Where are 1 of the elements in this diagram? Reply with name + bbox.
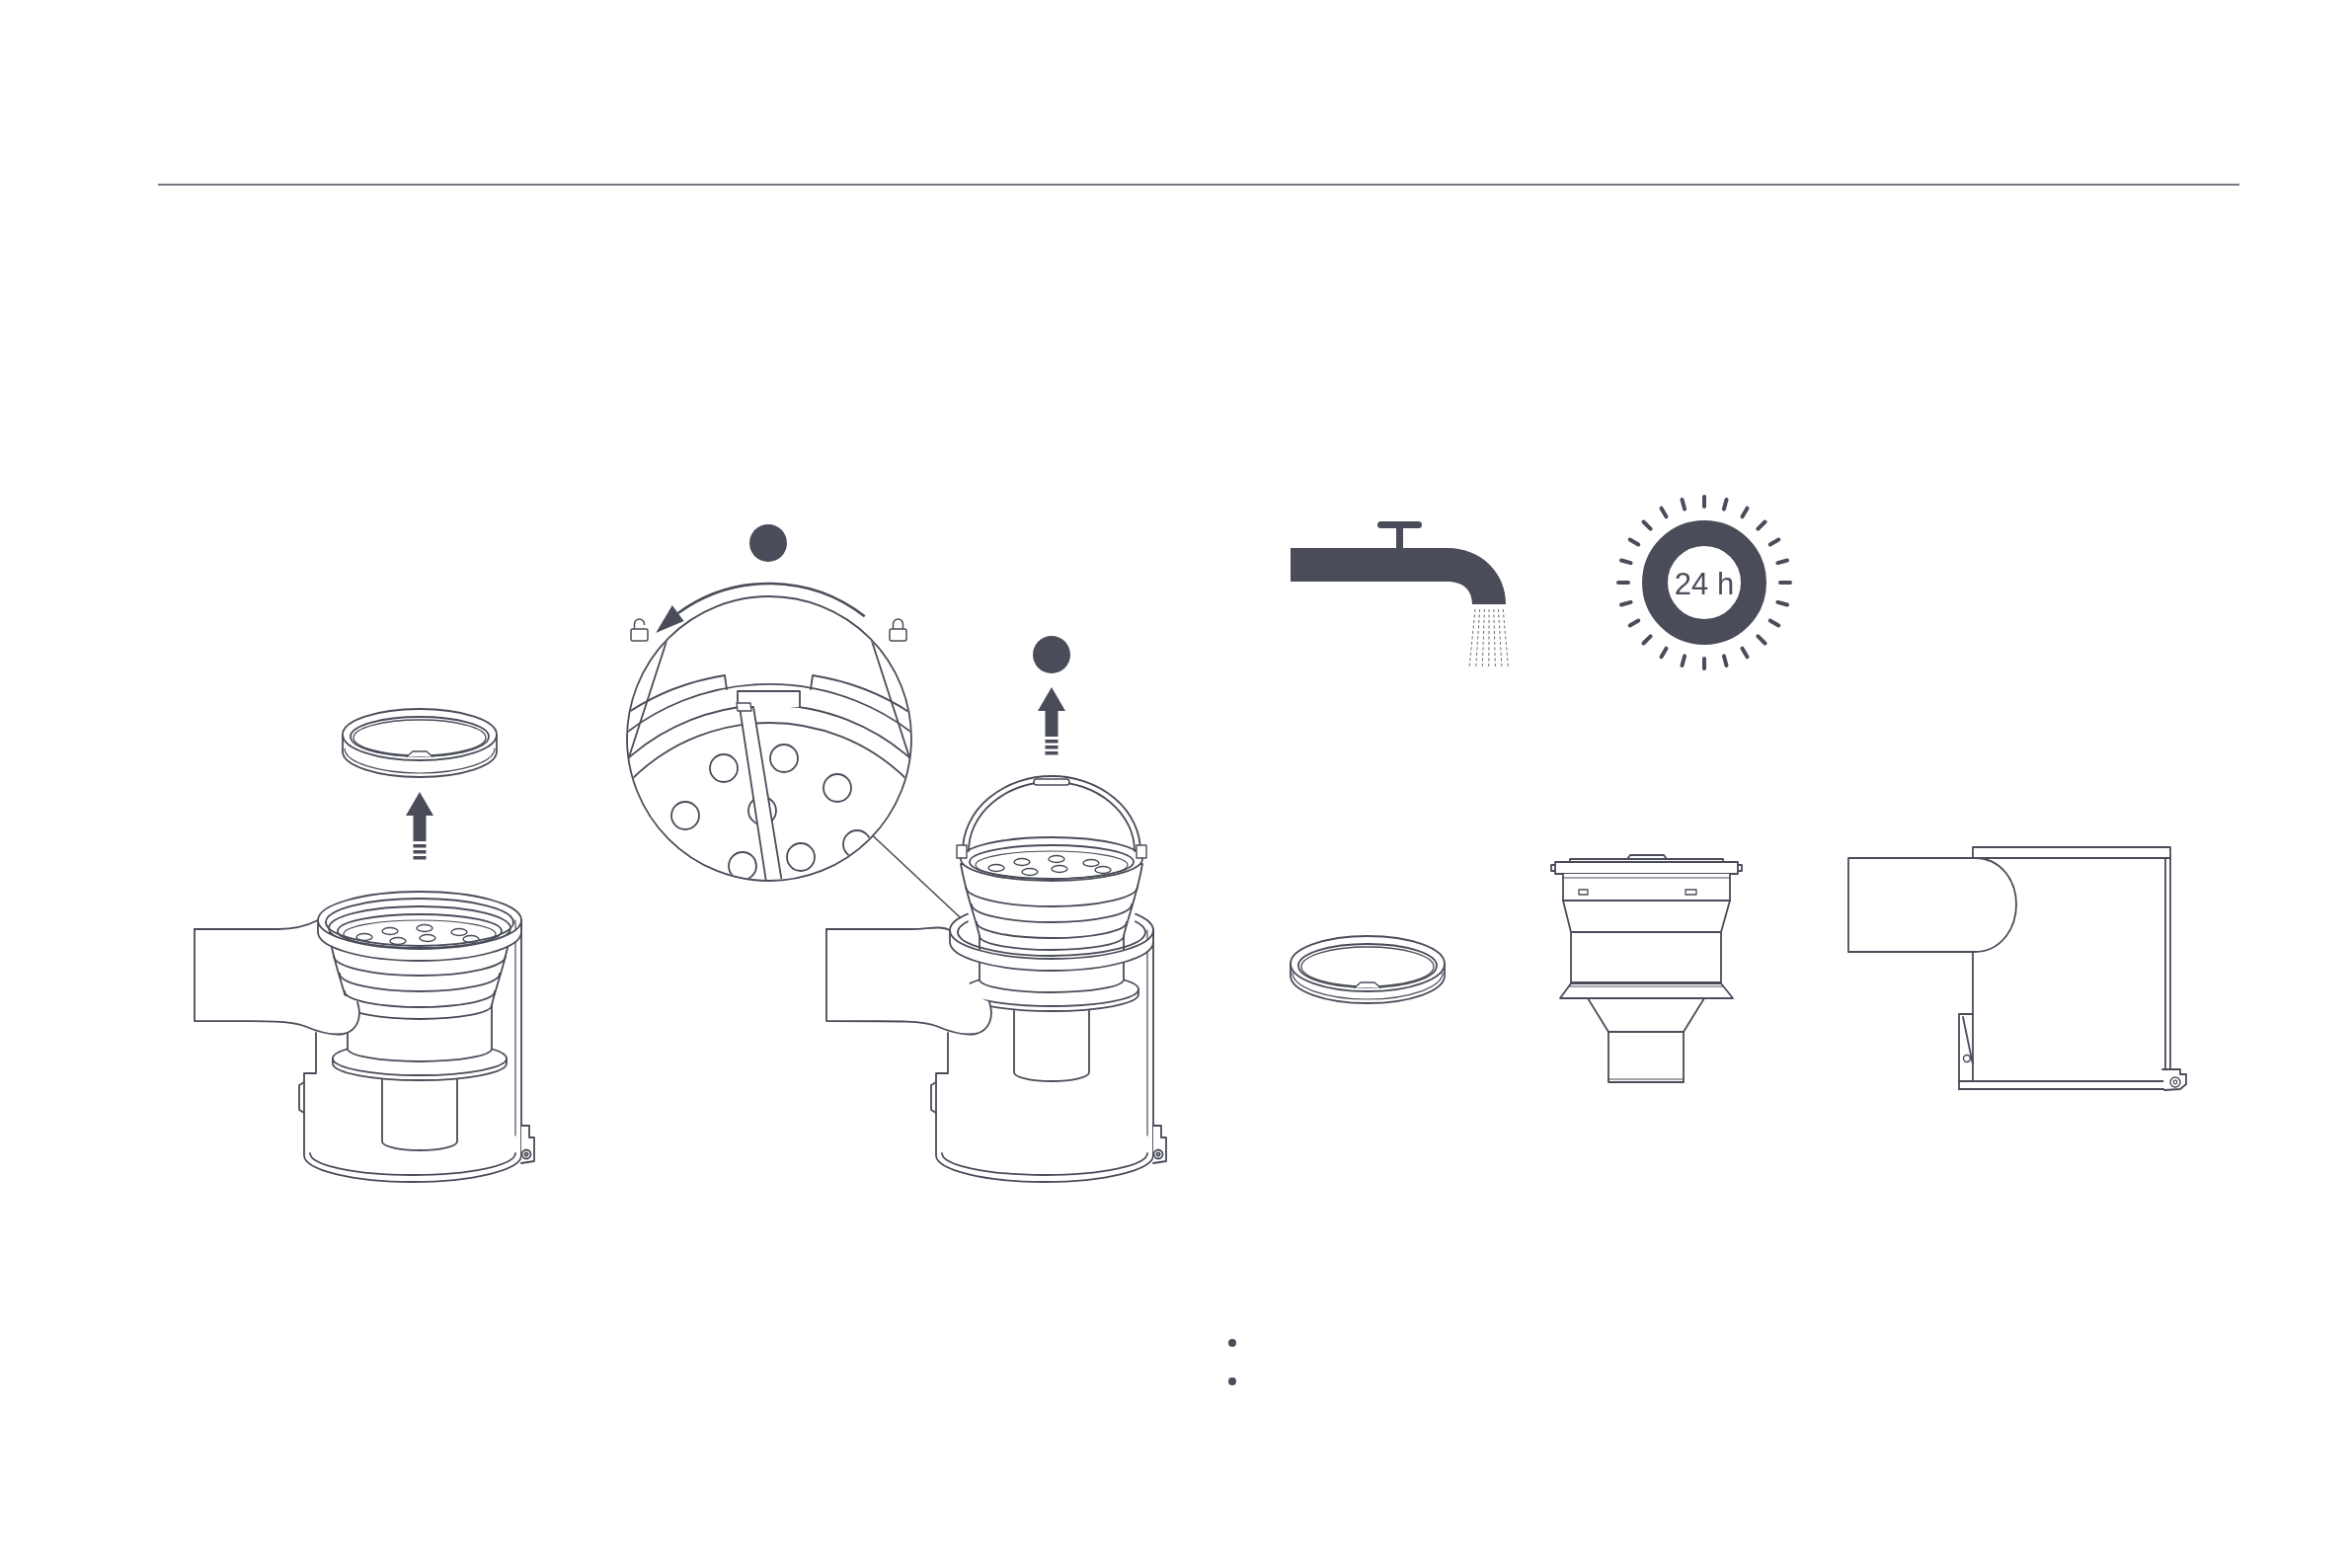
duration-text: 24 h [1674, 568, 1735, 599]
